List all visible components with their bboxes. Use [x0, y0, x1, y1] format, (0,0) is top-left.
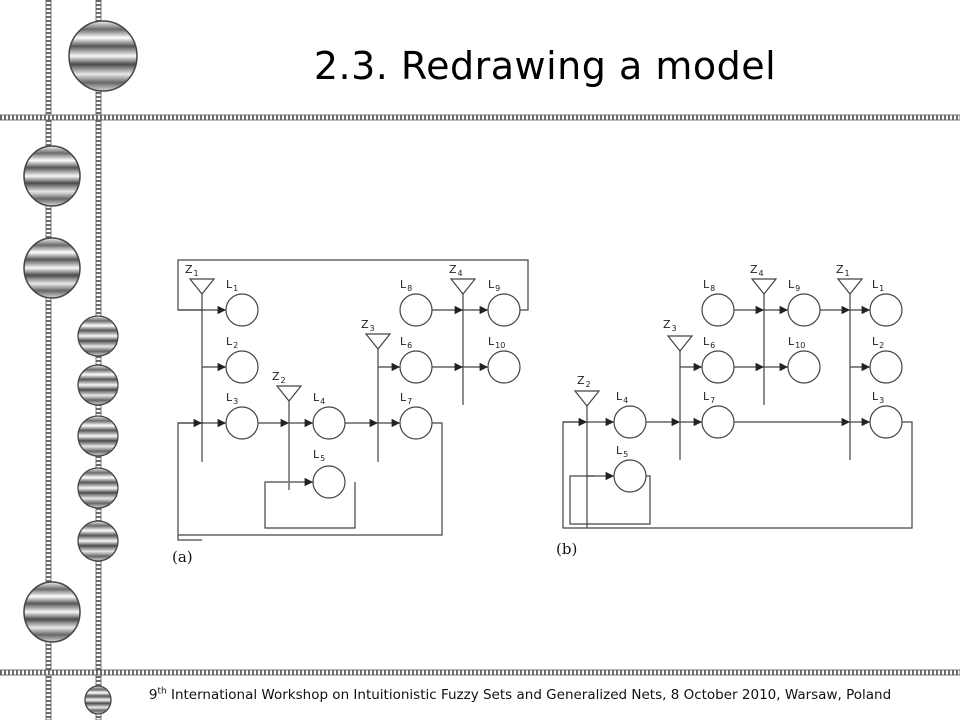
place-label: L8 [703, 278, 715, 293]
transition-label: Z1 [836, 263, 850, 278]
net-diagram-b: Z2 Z3 Z4 Z1 L4 L5 L6 L7 L8 L9 L10 L1 L2 … [556, 263, 913, 558]
bead [84, 685, 112, 715]
diagram-caption-b: (b) [556, 540, 577, 558]
diagram-caption-a: (a) [172, 548, 193, 566]
place-label: L7 [703, 390, 715, 405]
place-label: L6 [400, 335, 412, 350]
place-label: L7 [400, 391, 412, 406]
footer-ordinal-number: 9 [148, 687, 158, 703]
slide-footer: 9th International Workshop on Intuitioni… [0, 687, 960, 703]
place-label: L2 [226, 335, 238, 350]
slide-title: 2.3. Redrawing a model [313, 44, 777, 88]
bead [68, 20, 138, 92]
transition-label: Z4 [449, 263, 463, 278]
vertical-rod-left [45, 0, 52, 720]
place-label: L1 [872, 278, 884, 293]
place-label: L5 [616, 444, 628, 459]
place-label: L3 [226, 391, 238, 406]
place-label: L9 [488, 278, 500, 293]
net-diagram-a: Z1 Z2 Z3 Z4 L1 L2 L3 L4 L5 L6 L7 L8 L9 L… [172, 259, 529, 566]
bead [77, 315, 119, 357]
transition-label: Z3 [361, 318, 375, 333]
bead [77, 364, 119, 406]
place-label: L2 [872, 335, 884, 350]
place-label: L9 [788, 278, 800, 293]
footer-ordinal-suffix: th [157, 686, 167, 697]
horizontal-rod-bottom [0, 669, 960, 676]
transition-label: Z4 [750, 263, 764, 278]
footer-text: International Workshop on Intuitionistic… [166, 687, 892, 703]
place-label: L8 [400, 278, 412, 293]
transition-label: Z2 [272, 370, 286, 385]
place-label: L4 [313, 391, 325, 406]
vertical-rod-right [95, 0, 102, 720]
place-label: L6 [703, 335, 715, 350]
horizontal-rod-top [0, 114, 960, 121]
place-label: L1 [226, 278, 238, 293]
place-label: L4 [616, 390, 628, 405]
bead [77, 467, 119, 509]
place-label: L10 [488, 335, 505, 350]
place-label: L3 [872, 390, 884, 405]
transition-label: Z1 [185, 263, 199, 278]
place-label: L10 [788, 335, 805, 350]
bead [77, 415, 119, 457]
bead [77, 520, 119, 562]
transition-label: Z2 [577, 374, 591, 389]
place-label: L5 [313, 448, 325, 463]
transition-label: Z3 [663, 318, 677, 333]
bead [23, 237, 81, 299]
bead [23, 145, 81, 207]
bead [23, 581, 81, 643]
